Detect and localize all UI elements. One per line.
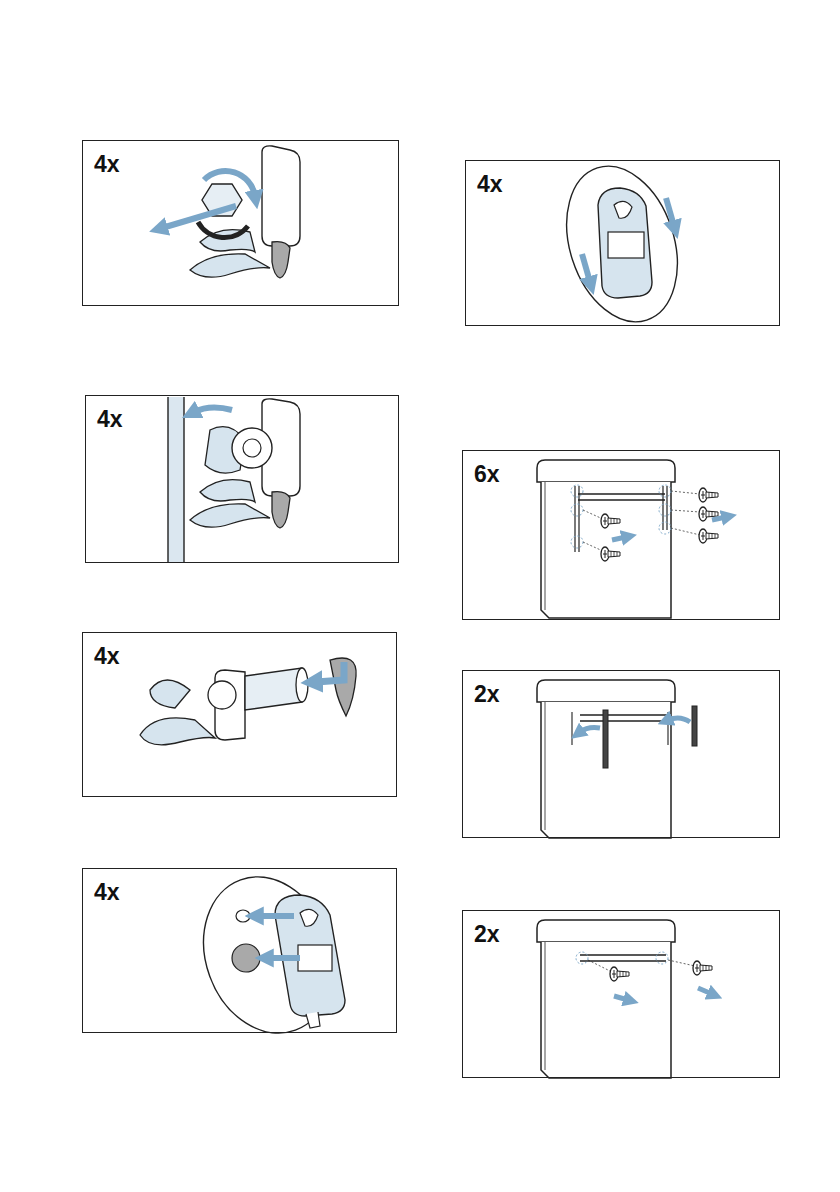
foot-unscrew-figure [162,146,300,278]
tab [306,1012,320,1028]
foot [190,230,290,278]
remove-arrow [612,537,626,540]
wall-edge [168,397,184,562]
wall [168,397,184,562]
quantity-label: 4x [94,881,120,904]
rail-screw-figure [537,920,712,1078]
screw-location [576,952,668,964]
step-panel: 6x [462,450,780,620]
insert-arrow [316,662,344,682]
rail [575,486,667,552]
foot-insert-figure [140,658,356,745]
remove-arrow [712,517,726,520]
step-panel: 4x [82,632,397,797]
paddle [150,680,190,708]
plate-slide-figure [548,152,696,336]
rail-remove-figure [537,680,697,838]
hole [236,910,250,922]
hole [232,944,260,972]
pull-arrow [162,206,236,228]
base-plate [548,152,696,336]
rail [578,494,665,500]
quantity-label: 4x [94,153,120,176]
quantity-label: 6x [474,463,500,486]
bracket [598,188,652,298]
move-arrow [194,407,232,412]
paddle [140,718,215,745]
quantity-label: 4x [97,408,123,431]
bracket [262,146,300,246]
rail-slot [572,712,668,745]
bracket-hole [614,201,632,218]
foot-against-wall-figure [168,397,300,562]
cabinet [537,680,675,838]
step-panel: 2x [462,910,780,1078]
screw [699,529,718,543]
plate-attach-figure [182,859,353,1052]
screw [699,488,718,502]
quantity-label: 2x [474,683,500,706]
guide-line [583,491,700,552]
screw [601,514,620,528]
move-arrow [668,718,690,722]
rail [580,715,668,721]
step-panel: 2x [462,670,780,838]
rail-unscrew-figure [537,460,726,618]
screw [601,547,620,561]
rail [692,706,697,746]
disc [232,428,272,468]
rotation-mark [198,222,248,238]
screw-location [571,485,671,548]
base-plate [182,859,353,1052]
attach-arrow [258,913,294,919]
clip [298,945,332,971]
screw [610,967,629,981]
quantity-label: 4x [477,173,503,196]
move-arrow [580,728,600,733]
rail [603,710,608,768]
bracket-hole [300,909,318,926]
step-panel: 4x [82,140,399,306]
step-panel: 4x [465,160,780,326]
step-panel: 4x [85,395,399,563]
foot [190,480,290,528]
step-panel: 4x [82,868,397,1033]
disc [208,681,236,709]
disc-hole [243,439,261,457]
cabinet [537,920,675,1078]
remove-arrow [614,996,628,1000]
slide-arrow [666,198,674,226]
guide-line [588,960,695,972]
clip [608,232,644,258]
cylinder-end [296,668,308,702]
screw [693,961,712,975]
rail [580,955,666,961]
slide-arrow [582,254,590,282]
quantity-label: 4x [94,645,120,668]
attach-arrow [268,955,300,961]
cabinet [537,460,675,618]
rotate-arrow [204,171,255,196]
quantity-label: 2x [474,923,500,946]
remove-arrow [698,988,712,994]
